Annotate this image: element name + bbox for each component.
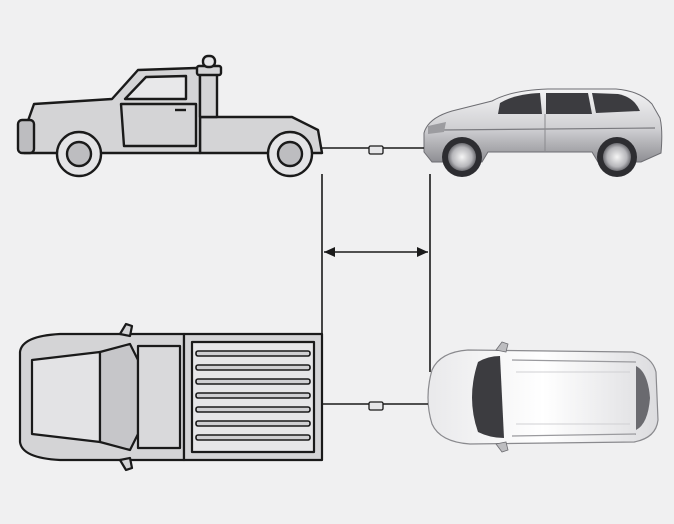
tow-connector-icon — [368, 401, 384, 411]
double-headed-arrow-icon — [324, 247, 428, 257]
suv-top-icon — [427, 341, 659, 453]
tow-truck-side-icon — [16, 54, 324, 178]
tow-connector-icon — [368, 145, 384, 155]
truck-bed-slats — [195, 350, 311, 441]
distance-dimension — [321, 174, 431, 372]
suv-side-icon — [423, 88, 663, 177]
tow-connector-bottom — [322, 401, 428, 411]
tow-connector-top — [322, 145, 424, 155]
